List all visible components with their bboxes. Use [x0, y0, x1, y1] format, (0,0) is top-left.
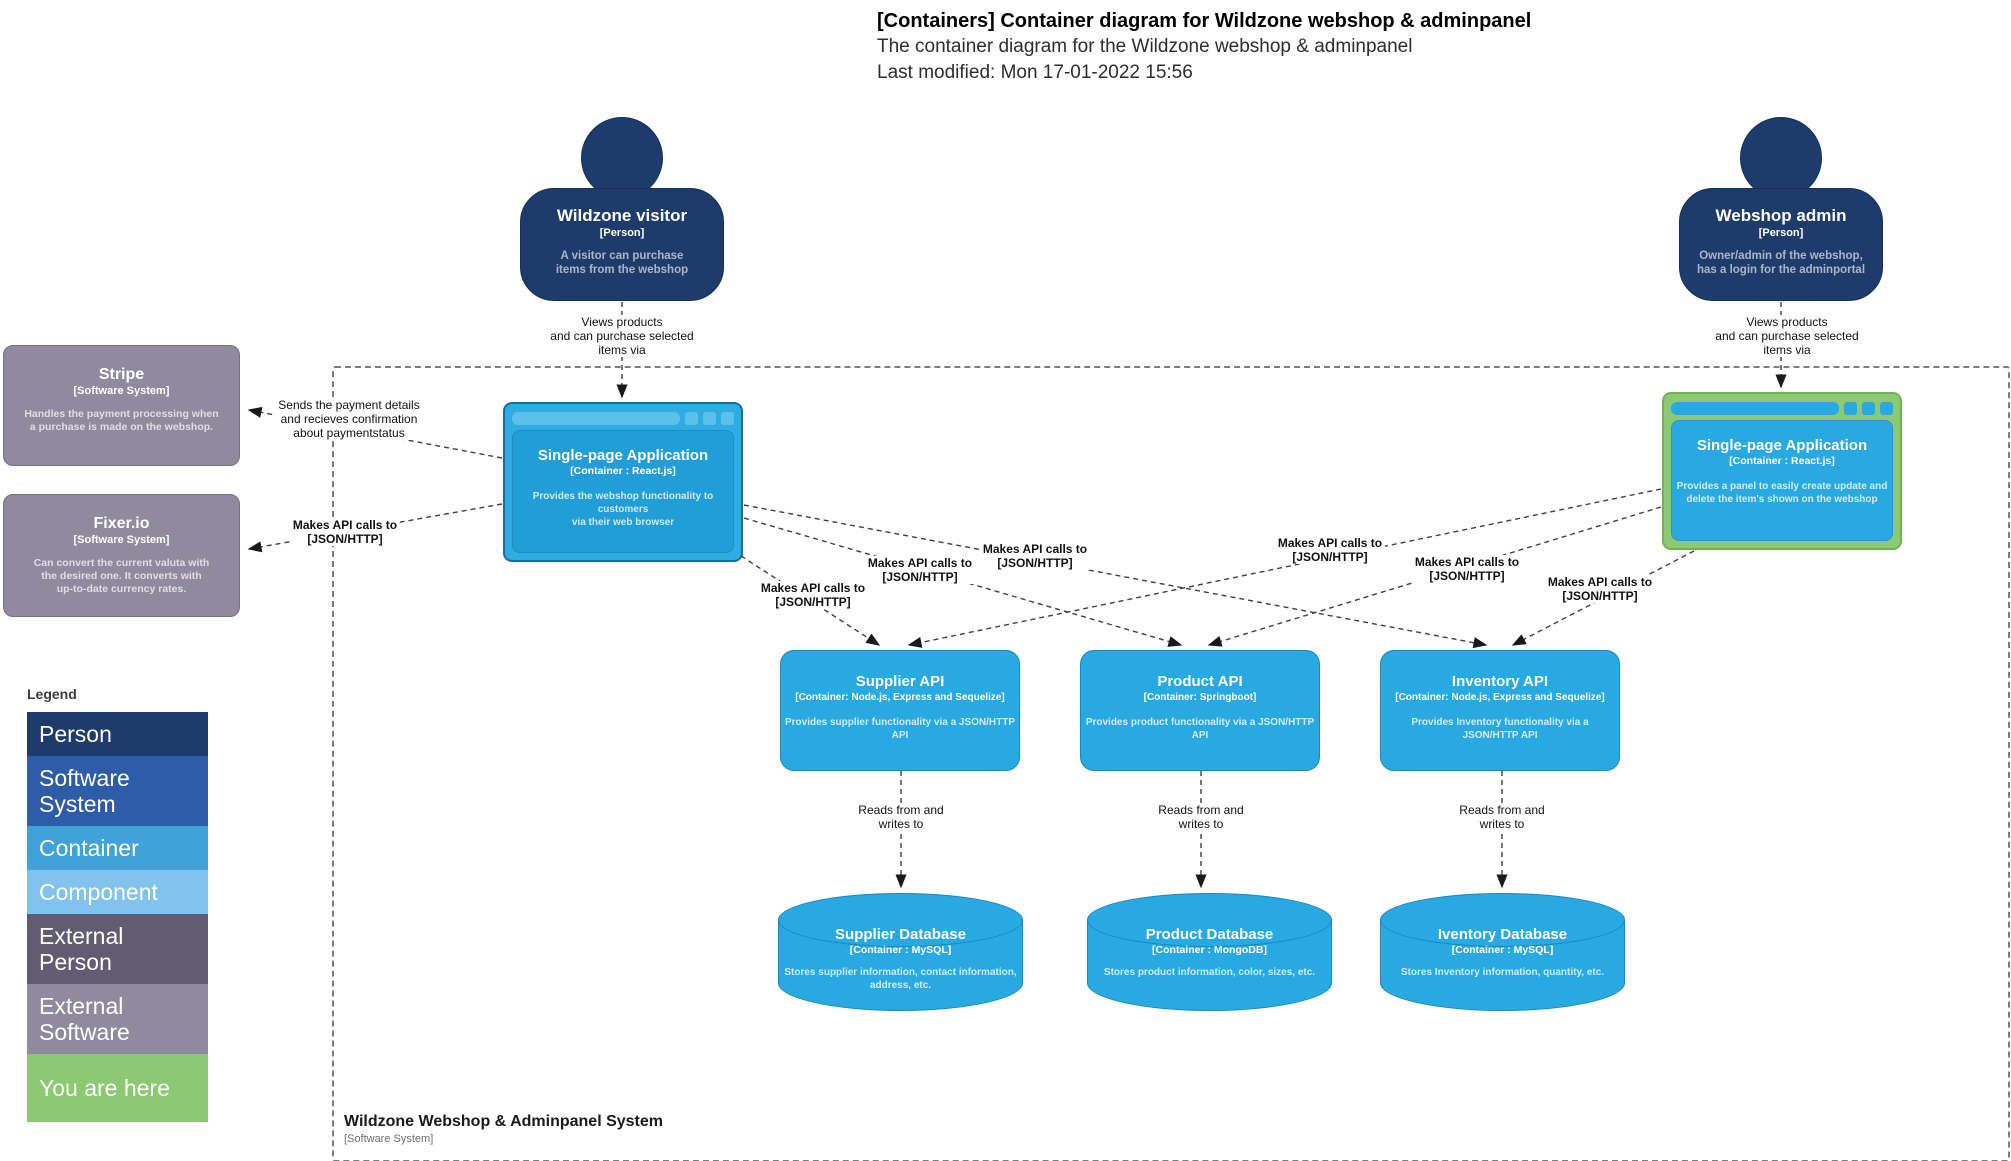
browser-button-icon [1880, 401, 1893, 415]
container-name: Iventory Database [1437, 926, 1568, 943]
person-name: Wildzone visitor [556, 206, 688, 225]
relationship-label-api-3: Makes API calls to [JSON/HTTP] [979, 542, 1091, 570]
container-name: Supplier Database [835, 926, 966, 943]
relationship-label-api-1: Makes API calls to [JSON/HTTP] [757, 581, 869, 609]
browser-button-icon [1844, 401, 1857, 415]
container-description: Stores product information, color, sizes… [1103, 967, 1316, 978]
external-system-description: Can convert the current valuta with the … [33, 557, 210, 595]
supplier-api-container: Supplier API [Container: Node.js, Expres… [780, 650, 1020, 771]
inventory-api-container: Inventory API [Container: Node.js, Expre… [1380, 650, 1620, 771]
container-type: [Container : MySQL] [849, 944, 952, 956]
legend-title: Legend [27, 686, 77, 702]
legend: Legend Person Software System Container … [27, 686, 208, 1122]
container-name: Single-page Application [537, 447, 709, 464]
container-type: [Container : React.js] [570, 465, 676, 477]
diagram-last-modified: Last modified: Mon 17-01-2022 15:56 [877, 62, 1193, 83]
container-type: [Container: Node.js, Express and Sequeli… [1395, 692, 1605, 703]
container-type: [Container : MySQL] [1451, 944, 1554, 956]
relationship-label-api-2: Makes API calls to [JSON/HTTP] [864, 556, 976, 584]
container-description: Stores Inventory information, quantity, … [1400, 967, 1605, 978]
legend-item-external-person: External Person [27, 914, 208, 984]
container-name: Supplier API [855, 673, 945, 690]
relationship-label-views-visitor: Views products and can purchase selected… [547, 315, 697, 357]
person-name: Webshop admin [1715, 206, 1847, 225]
relationship-label-api-5: Makes API calls to [JSON/HTTP] [1411, 555, 1523, 583]
product-api-container: Product API [Container: Springboot] Prov… [1080, 650, 1320, 771]
person-description: A visitor can purchase items from the we… [555, 250, 689, 276]
browser-content: Single-page Application [Container : Rea… [1671, 420, 1893, 541]
boundary-type: [Software System] [344, 1133, 434, 1145]
legend-item-external-software: External Software [27, 984, 208, 1054]
container-name: Inventory API [1451, 673, 1549, 690]
relationship-label-reads-product: Reads from and writes to [1155, 803, 1247, 831]
browser-button-icon [703, 411, 716, 425]
container-type: [Container: Node.js, Express and Sequeli… [795, 692, 1005, 703]
webshop-admin-person: Webshop admin [Person] Owner/admin of th… [1679, 188, 1883, 301]
container-type: [Container : React.js] [1729, 455, 1835, 467]
container-description: Provides product functionality via a JSO… [1085, 717, 1315, 741]
container-description: Provides the webshop functionality to cu… [532, 491, 714, 528]
adminpanel-spa-container: Single-page Application [Container : Rea… [1662, 392, 1902, 550]
browser-button-icon [721, 411, 734, 425]
relationship-label-payment: Sends the payment details and recieves c… [275, 398, 423, 440]
relationship-label-api-6: Makes API calls to [JSON/HTTP] [1544, 575, 1656, 603]
container-description: Provides a panel to easily create update… [1676, 481, 1888, 505]
diagram-header: [Containers] Container diagram for Wildz… [877, 8, 1677, 86]
diagram-subtitle: The container diagram for the Wildzone w… [877, 36, 1413, 57]
browser-addressbar-icon [512, 411, 680, 425]
external-system-type: [Software System] [73, 385, 170, 397]
legend-item-you-are-here: You are here [27, 1054, 208, 1122]
person-type: [Person] [599, 227, 645, 239]
person-head-icon [581, 117, 663, 199]
external-system-description: Handles the payment processing when a pu… [24, 408, 219, 433]
supplier-database: Supplier Database [Container : MySQL] St… [778, 893, 1023, 1011]
relationship-label-api-4: Makes API calls to [JSON/HTTP] [1274, 536, 1386, 564]
legend-item-container: Container [27, 826, 208, 870]
browser-button-icon [1862, 401, 1875, 415]
cylinder-top [778, 893, 1023, 947]
legend-item-component: Component [27, 870, 208, 914]
fixerio-external-system: Fixer.io [Software System] Can convert t… [3, 494, 240, 617]
inventory-database: Iventory Database [Container : MySQL] St… [1380, 893, 1625, 1011]
relationship-label-api-fixer: Makes API calls to [JSON/HTTP] [289, 518, 401, 546]
container-type: [Container : MongoDB] [1152, 944, 1267, 956]
relationship-label-views-admin: Views products and can purchase selected… [1712, 315, 1862, 357]
external-system-name: Stripe [98, 366, 145, 383]
browser-topbar [1671, 401, 1893, 415]
browser-addressbar-icon [1671, 401, 1839, 415]
person-head-icon [1740, 117, 1822, 199]
browser-button-icon [685, 411, 698, 425]
webshop-spa-container: Single-page Application [Container : Rea… [503, 402, 743, 562]
external-system-name: Fixer.io [93, 515, 150, 532]
legend-item-software-system: Software System [27, 756, 208, 826]
person-description: Owner/admin of the webshop, has a login … [1696, 250, 1866, 276]
container-name: Product API [1157, 673, 1243, 690]
container-description: Stores supplier information, contact inf… [784, 967, 1017, 991]
container-description: Provides supplier functionality via a JS… [784, 717, 1016, 741]
container-description: Provides Inventory functionality via a J… [1411, 717, 1589, 741]
relationship-label-reads-supplier: Reads from and writes to [855, 803, 947, 831]
wildzone-visitor-person: Wildzone visitor [Person] A visitor can … [520, 188, 724, 301]
browser-topbar [512, 411, 734, 425]
container-name: Single-page Application [1696, 437, 1868, 454]
external-system-type: [Software System] [73, 534, 170, 546]
relationship-label-reads-inventory: Reads from and writes to [1456, 803, 1548, 831]
system-boundary-label: Wildzone Webshop & Adminpanel System [So… [344, 1112, 663, 1146]
diagram-title: [Containers] Container diagram for Wildz… [877, 10, 1532, 32]
container-name: Product Database [1145, 926, 1274, 943]
cylinder-top [1380, 893, 1625, 947]
legend-item-person: Person [27, 712, 208, 756]
person-type: [Person] [1758, 227, 1804, 239]
cylinder-top [1087, 893, 1332, 947]
stripe-external-system: Stripe [Software System] Handles the pay… [3, 345, 240, 466]
browser-content: Single-page Application [Container : Rea… [512, 430, 734, 553]
container-type: [Container: Springboot] [1143, 692, 1257, 703]
boundary-name: Wildzone Webshop & Adminpanel System [344, 1113, 663, 1130]
product-database: Product Database [Container : MongoDB] S… [1087, 893, 1332, 1011]
